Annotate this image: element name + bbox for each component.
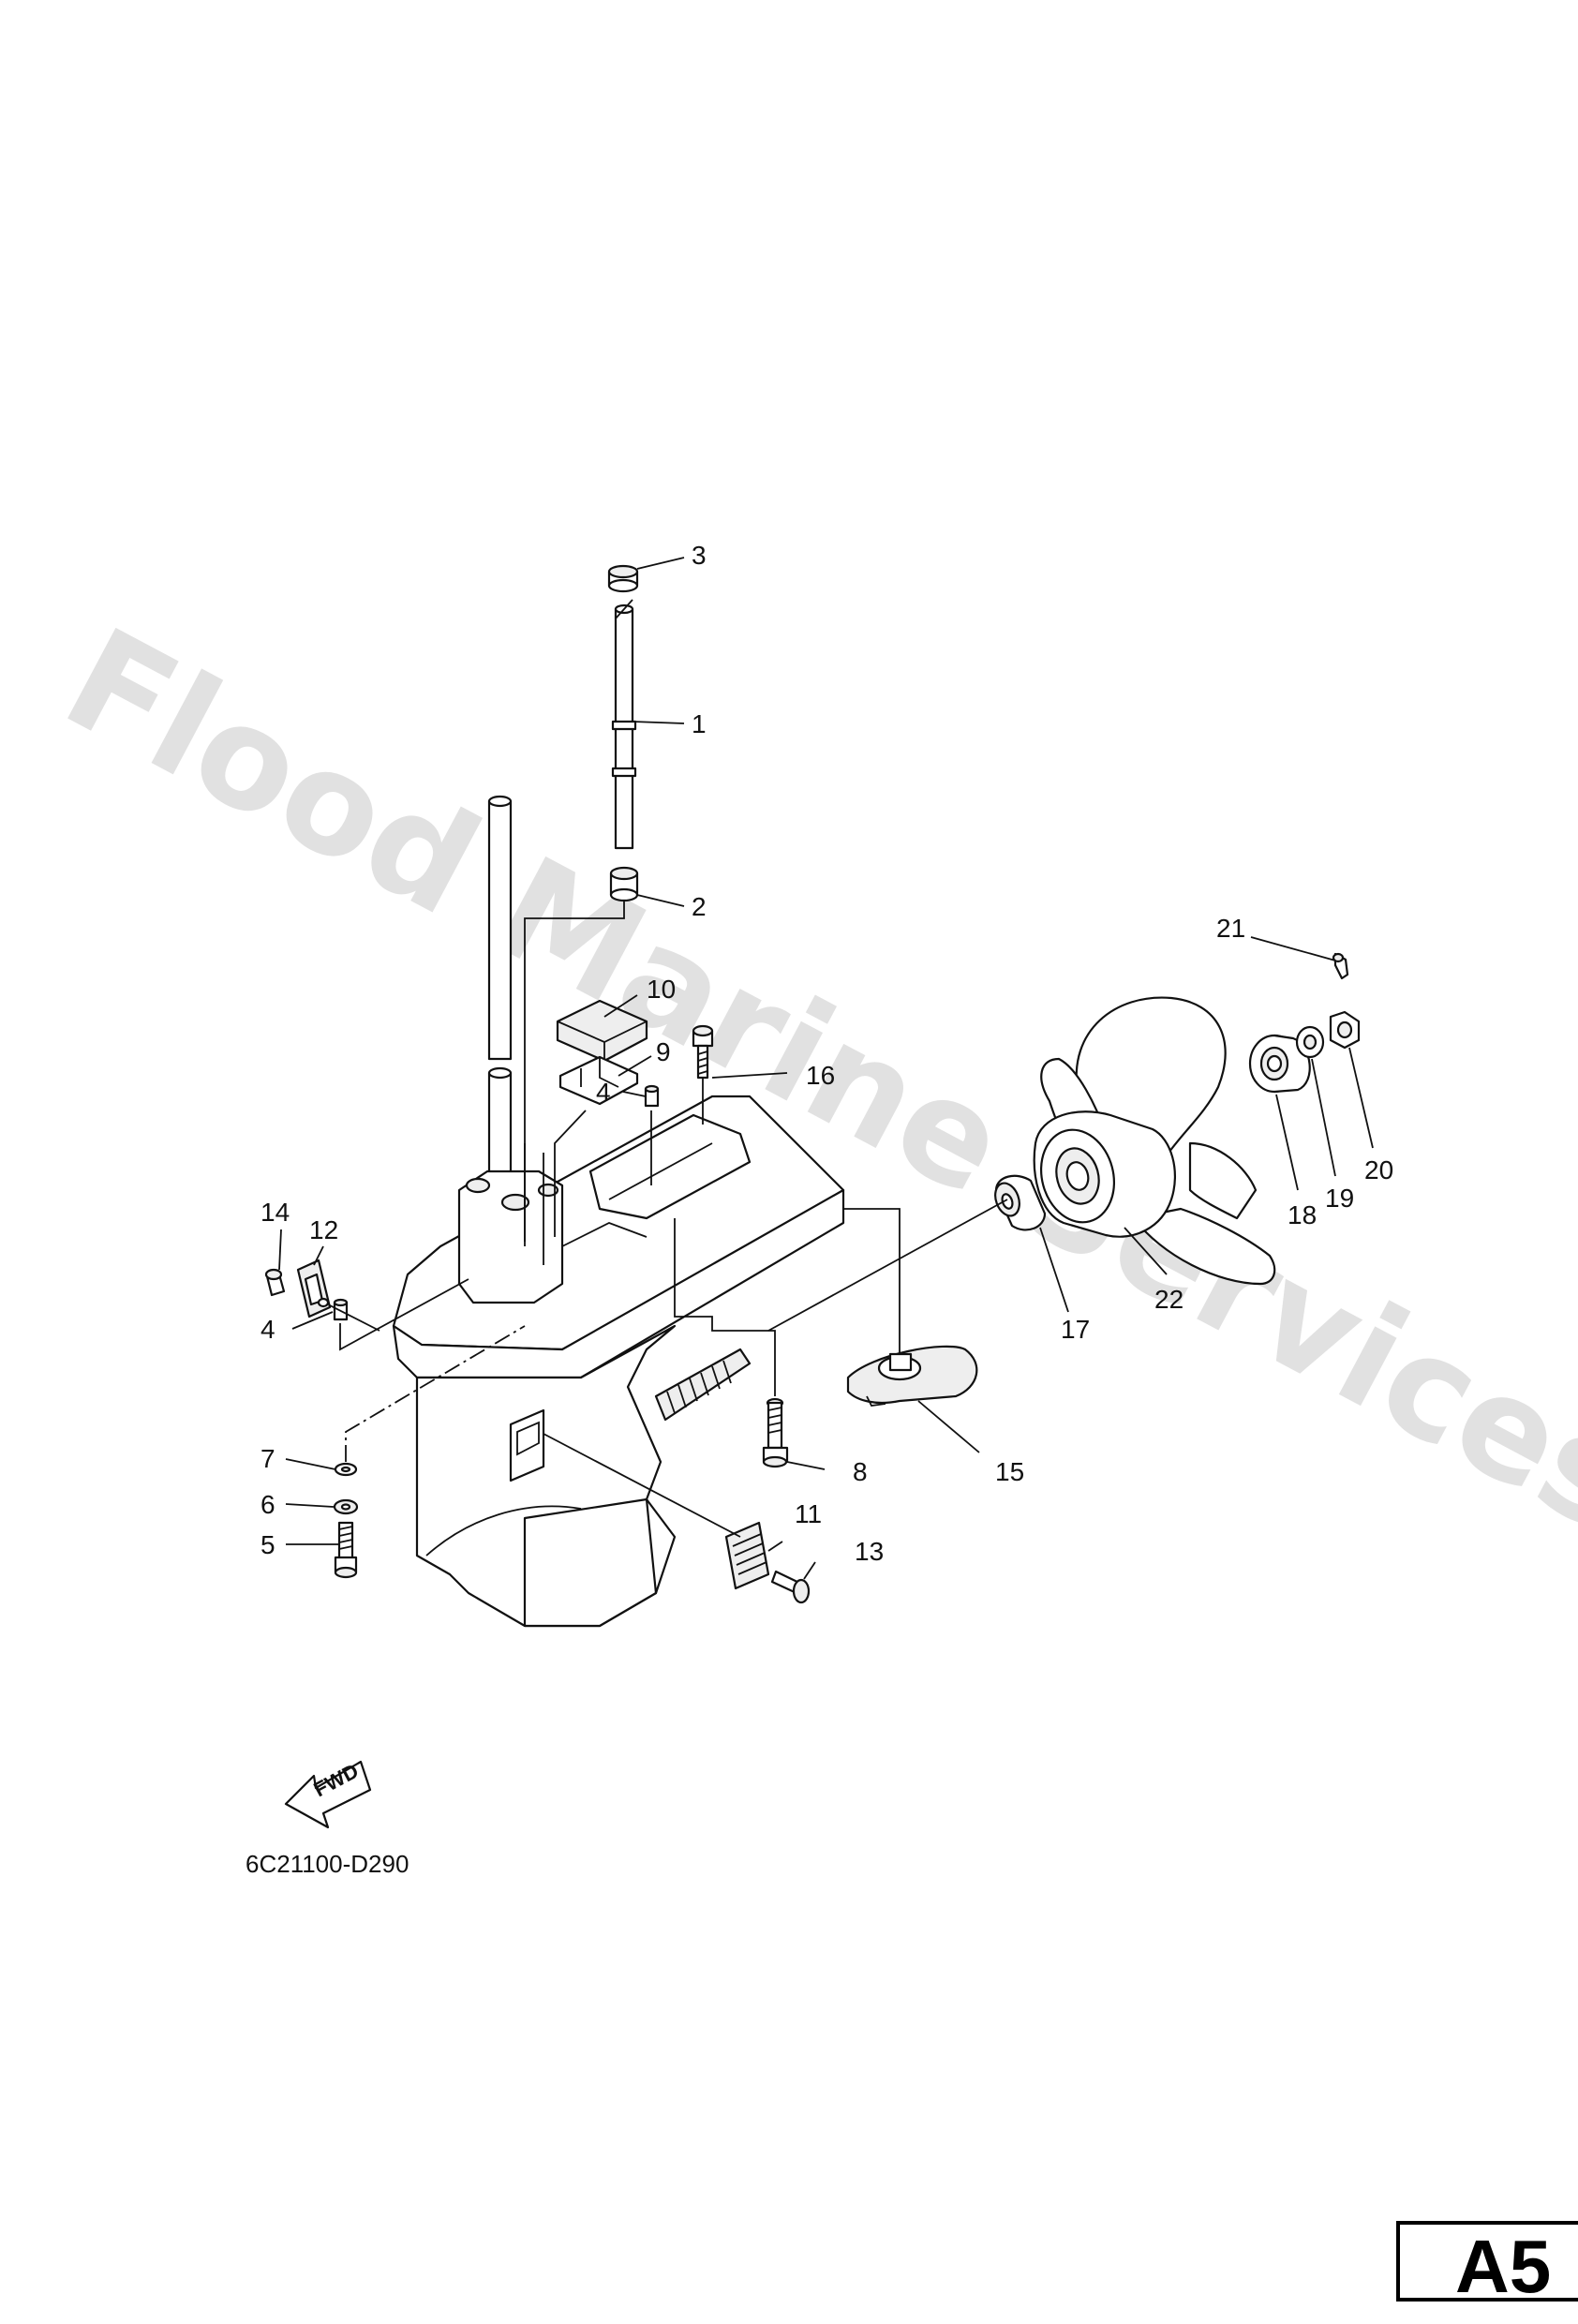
fwd-arrow-icon: FWD xyxy=(284,1759,372,1829)
part-13-screw xyxy=(770,1570,811,1604)
callout-8: 8 xyxy=(853,1457,868,1486)
callout-22: 22 xyxy=(1154,1285,1184,1314)
part-10-rubber-pad xyxy=(556,999,648,1063)
callout-labels: 3 1 2 10 9 16 4 14 12 4 7 6 5 8 15 11 13… xyxy=(261,541,1393,1566)
document-code: 6C21100-D290 xyxy=(246,1850,409,1878)
callout-2: 2 xyxy=(692,892,707,921)
part-20-nut xyxy=(1329,1010,1361,1050)
callout-13: 13 xyxy=(855,1537,884,1566)
callout-10: 10 xyxy=(647,975,676,1004)
callout-11: 11 xyxy=(795,1499,822,1528)
callout-20: 20 xyxy=(1364,1155,1393,1184)
part-14-bolt xyxy=(264,1268,286,1297)
callout-17: 17 xyxy=(1061,1315,1090,1344)
callout-15: 15 xyxy=(995,1457,1024,1486)
callout-9: 9 xyxy=(656,1037,671,1066)
part-19-washer xyxy=(1295,1025,1325,1059)
part-11-anode xyxy=(724,1521,770,1590)
callout-leaders xyxy=(278,557,1374,1580)
part-15-trim-tab xyxy=(846,1345,978,1407)
callout-7: 7 xyxy=(261,1444,275,1473)
assembly-lines xyxy=(329,901,1008,1538)
part-7-washer xyxy=(334,1462,358,1477)
part-21-cotter-pin xyxy=(1332,952,1349,980)
page-tag: A5 xyxy=(1396,2221,1578,2308)
part-22-propeller xyxy=(1033,996,1276,1286)
part-2-grommet xyxy=(609,866,639,902)
lower-casing xyxy=(392,1095,845,1628)
part-1-water-tube xyxy=(611,599,637,850)
callout-19: 19 xyxy=(1325,1184,1354,1213)
part-17-thrust-washer xyxy=(994,1174,1047,1231)
callout-5: 5 xyxy=(261,1530,275,1559)
part-6-washer xyxy=(333,1498,359,1515)
part-8-bolt xyxy=(762,1397,789,1468)
callout-14: 14 xyxy=(261,1198,290,1227)
part-12-anode xyxy=(296,1259,332,1318)
page-tag-label: A5 xyxy=(1455,2225,1551,2308)
part-18-spacer xyxy=(1248,1034,1311,1094)
part-16-bolt xyxy=(692,1024,714,1080)
callout-21: 21 xyxy=(1216,914,1245,943)
part-4-dowel-pin-upper xyxy=(644,1084,660,1108)
part-5-bolt xyxy=(334,1521,358,1579)
part-3-seal xyxy=(607,564,639,593)
callout-16: 16 xyxy=(806,1061,835,1090)
callout-1: 1 xyxy=(692,709,707,738)
callout-18: 18 xyxy=(1288,1200,1317,1229)
callout-3: 3 xyxy=(692,541,707,570)
part-9-plate xyxy=(558,1055,639,1106)
callout-6: 6 xyxy=(261,1490,275,1519)
callout-12: 12 xyxy=(309,1215,338,1244)
callout-4-upper: 4 xyxy=(596,1078,611,1107)
callout-4-lower: 4 xyxy=(261,1315,275,1344)
